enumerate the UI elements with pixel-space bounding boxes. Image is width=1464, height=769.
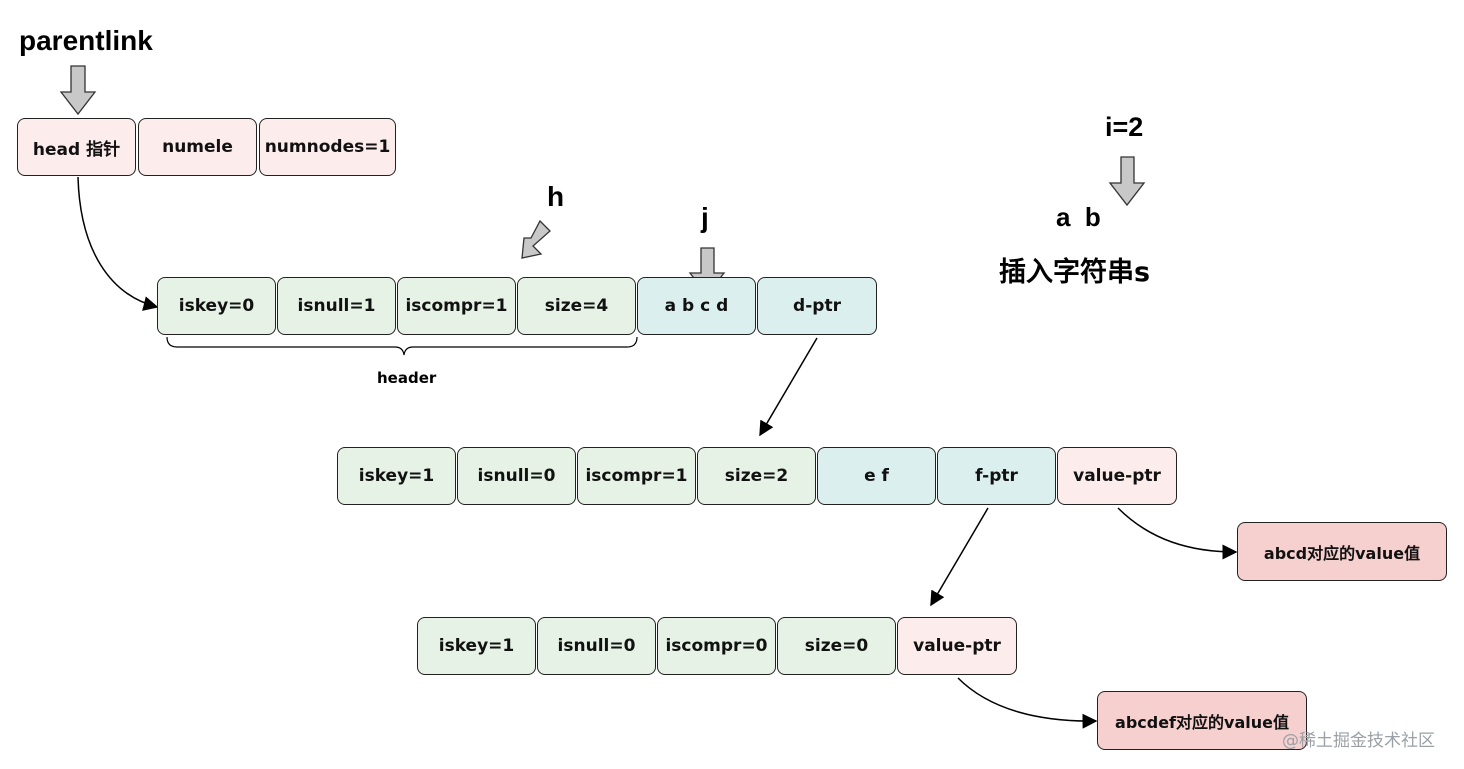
node3-iskey-cell: iskey=1 [417, 617, 536, 675]
node1-iscompr-cell: iscompr=1 [397, 277, 516, 335]
node1-size-cell: size=4 [517, 277, 636, 335]
abcdef-value-box: abcdef对应的value值 [1097, 691, 1307, 750]
header-brace [166, 336, 638, 356]
i-counter-label: i=2 [1105, 112, 1144, 142]
watermark-text: @稀土掘金技术社区 [1282, 731, 1435, 751]
j-pointer-label: j [701, 202, 709, 233]
fptr-to-node3-connector [930, 507, 989, 607]
node1-iskey-cell: iskey=0 [157, 277, 276, 335]
node3-isnull-cell: isnull=0 [537, 617, 656, 675]
node2-value-pointer-cell: value-ptr [1057, 447, 1177, 505]
header-label: header [377, 369, 437, 387]
parent-numnodes-cell: numnodes=1 [259, 118, 396, 176]
h-diagonal-arrow-icon [521, 219, 551, 259]
parentlink-label: parentlink [19, 25, 153, 56]
h-pointer-label: h [547, 181, 565, 212]
node3-size-cell: size=0 [777, 617, 896, 675]
parent-numele-cell: numele [138, 118, 257, 176]
node1-data-cell: a b c d [637, 277, 756, 335]
valueptr-to-abcd-connector [1117, 507, 1238, 560]
insert-string-label: 插入字符串s [999, 257, 1151, 288]
parent-head-pointer-cell: head 指针 [17, 118, 136, 176]
node1-isnull-cell: isnull=1 [277, 277, 396, 335]
node2-size-cell: size=2 [697, 447, 816, 505]
node2-iskey-cell: iskey=1 [337, 447, 456, 505]
parentlink-down-arrow-icon [59, 65, 97, 116]
node2-iscompr-cell: iscompr=1 [577, 447, 696, 505]
node2-isnull-cell: isnull=0 [457, 447, 576, 505]
node2-data-cell: e f [817, 447, 936, 505]
node1-child-pointer-cell: d-ptr [757, 277, 877, 335]
dptr-to-node2-connector [759, 337, 818, 437]
matched-chars-label: a b [1056, 202, 1101, 232]
node3-value-pointer-cell: value-ptr [897, 617, 1017, 675]
head-to-node1-connector [77, 176, 159, 311]
i-down-arrow-icon [1108, 156, 1146, 207]
valueptr-to-abcdef-connector [957, 677, 1098, 729]
abcd-value-box: abcd对应的value值 [1237, 522, 1447, 581]
node3-iscompr-cell: iscompr=0 [657, 617, 776, 675]
node2-child-pointer-cell: f-ptr [937, 447, 1056, 505]
